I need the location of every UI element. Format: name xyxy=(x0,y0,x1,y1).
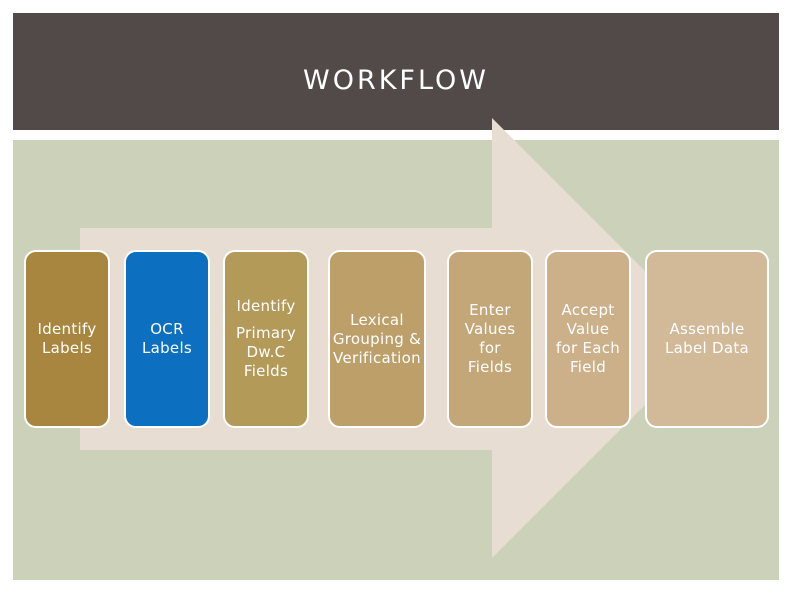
step-accept-value: Accept Value for Each Field xyxy=(545,250,631,428)
step-assemble-label-data: Assemble Label Data xyxy=(645,250,769,428)
step-identify-labels: Identify Labels xyxy=(24,250,110,428)
step-lexical-grouping: Lexical Grouping & Verification xyxy=(328,250,426,428)
step-label: Identify Labels xyxy=(37,320,97,357)
header-bar: WORKFLOW xyxy=(13,13,779,130)
step-label: OCR Labels xyxy=(141,320,193,357)
step-label: Assemble Label Data xyxy=(664,320,750,357)
step-label-line2: Primary Dw.C Fields xyxy=(235,324,297,380)
step-identify-primary-fields: Identify Primary Dw.C Fields xyxy=(223,250,309,428)
page-title: WORKFLOW xyxy=(303,65,489,96)
step-label: Accept Value for Each Field xyxy=(555,301,621,376)
step-ocr-labels: OCR Labels xyxy=(124,250,210,428)
step-label: Enter Values for Fields xyxy=(464,301,516,376)
step-enter-values: Enter Values for Fields xyxy=(447,250,533,428)
step-label: Lexical Grouping & Verification xyxy=(332,310,422,367)
step-label-line1: Identify xyxy=(236,297,296,315)
